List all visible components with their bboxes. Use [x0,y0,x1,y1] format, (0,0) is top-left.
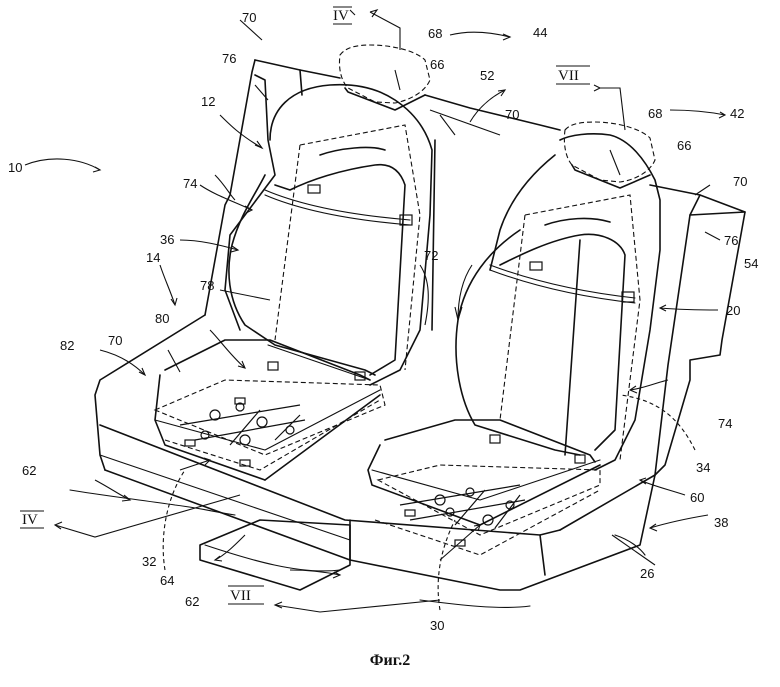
label-76-left: 76 [222,51,236,66]
label-20: 20 [726,303,740,318]
label-30: 30 [430,618,444,633]
label-12: 12 [201,94,215,109]
label-74-right: 74 [718,416,732,431]
label-44: 44 [533,25,547,40]
label-70-top: 70 [242,10,256,25]
label-14: 14 [146,250,160,265]
right-seat [367,133,661,556]
label-42: 42 [730,106,744,121]
label-70-seat: 70 [108,333,122,348]
label-66-left: 66 [430,57,444,72]
label-38: 38 [714,515,728,530]
label-66-right: 66 [677,138,691,153]
label-26: 26 [640,566,654,581]
label-82: 82 [60,338,74,353]
label-76-right: 76 [724,233,738,248]
label-32: 32 [142,554,156,569]
label-68-right: 68 [648,106,662,121]
label-52: 52 [480,68,494,83]
section-vii-bottom: VII [230,588,251,604]
reference-numerals: 10 12 14 20 26 30 32 34 36 38 42 44 52 5… [8,10,758,633]
label-68-left: 68 [428,26,442,41]
figure-caption: Фиг.2 [369,652,411,669]
label-60: 60 [690,490,704,505]
leader-lines [24,9,727,613]
label-54: 54 [744,256,758,271]
label-74-left: 74 [183,176,197,191]
section-markers: IV IV VII VII [20,6,590,605]
left-seat [153,74,433,481]
section-vii-top: VII [558,68,579,84]
section-iv-bottom: IV [22,512,38,528]
label-80: 80 [155,311,169,326]
label-78: 78 [200,278,214,293]
label-62-left: 62 [22,463,36,478]
section-iv-top: IV [333,8,349,24]
label-10: 10 [8,160,22,175]
label-64: 64 [160,573,174,588]
bench-body [69,59,746,608]
label-36: 36 [160,232,174,247]
headrests [338,44,656,189]
label-70-middle: 70 [505,107,519,122]
label-72: 72 [424,248,438,263]
label-34: 34 [696,460,710,475]
label-70-right: 70 [733,174,747,189]
label-62-bottom: 62 [185,594,199,609]
